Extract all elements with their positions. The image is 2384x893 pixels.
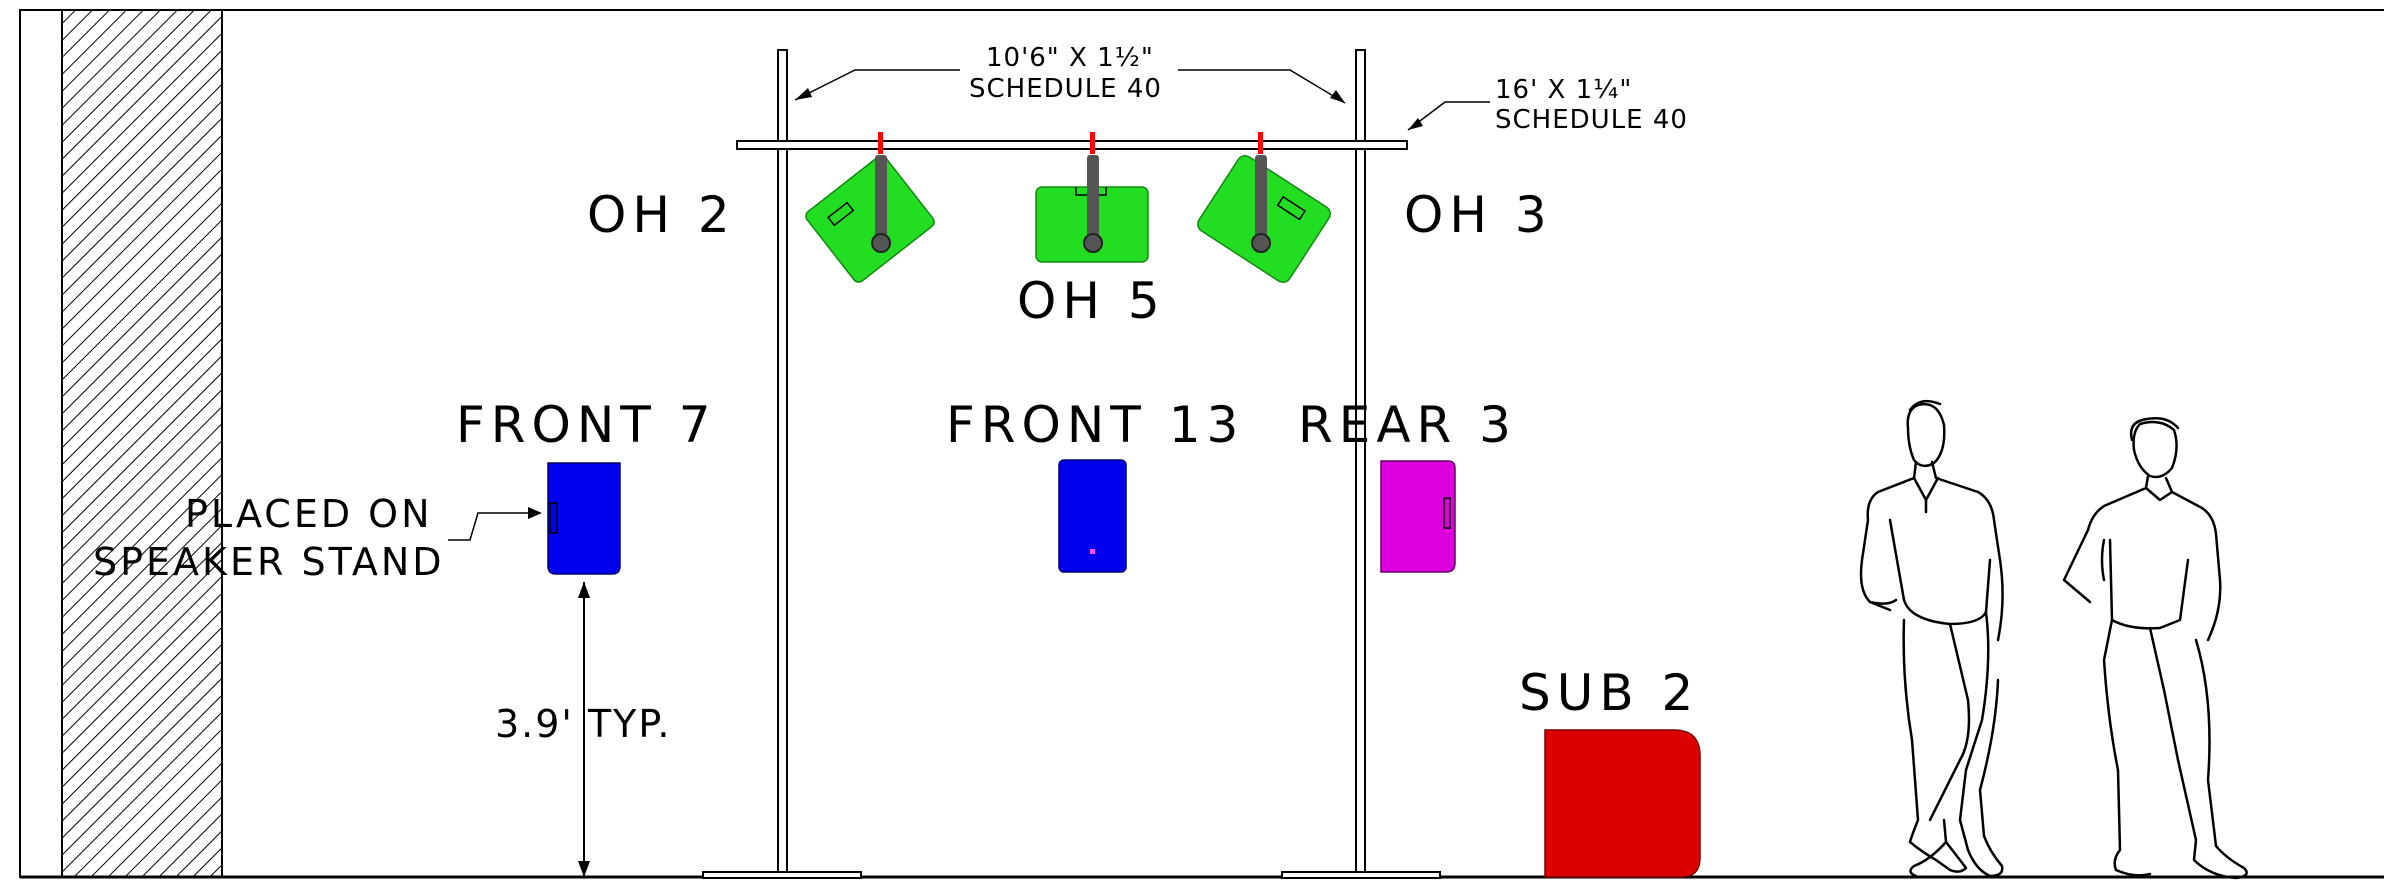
note-main-pipe-size: 10'6" X 1½" (986, 43, 1154, 73)
note-height: 3.9' TYP. (495, 702, 671, 746)
clamp-oh5 (1083, 132, 1103, 253)
label-front-13: FRONT 13 (946, 396, 1244, 454)
leader-cross-pipe (1407, 101, 1490, 131)
wall-hatch (61, 10, 223, 877)
height-dimension (578, 582, 590, 877)
label-front-7: FRONT 7 (456, 396, 717, 454)
crossbar (736, 140, 1408, 150)
label-oh3: OH 3 (1404, 186, 1553, 244)
left-base (702, 871, 862, 879)
note-stand-line2: SPEAKER STAND (93, 540, 445, 584)
sub-2-speaker (1544, 729, 1701, 878)
clamp-oh2 (871, 132, 891, 253)
front-13-speaker (1058, 459, 1127, 573)
label-oh5: OH 5 (1017, 272, 1166, 330)
person-figure-right (2062, 417, 2248, 880)
overhead-speaker-oh2 (805, 155, 935, 283)
clamp-oh3 (1251, 132, 1271, 253)
pipe-truss (702, 49, 1441, 879)
leader-stand (448, 507, 542, 541)
left-upright (777, 49, 788, 878)
label-rear-3: REAR 3 (1298, 396, 1517, 454)
front-7-speaker (547, 462, 621, 575)
note-stand-line1: PLACED ON (185, 492, 433, 536)
person-figure-left (1859, 399, 2004, 878)
right-upright (1355, 49, 1366, 878)
note-main-pipe-schedule: SCHEDULE 40 (969, 74, 1162, 104)
note-cross-pipe-schedule: SCHEDULE 40 (1495, 105, 1688, 135)
leader-main-pipe (794, 69, 1346, 104)
rear-3-speaker (1380, 460, 1456, 573)
right-base (1281, 871, 1441, 879)
note-cross-pipe-size: 16' X 1¼" (1495, 75, 1632, 105)
label-sub-2: SUB 2 (1519, 664, 1699, 722)
label-oh2: OH 2 (587, 186, 736, 244)
